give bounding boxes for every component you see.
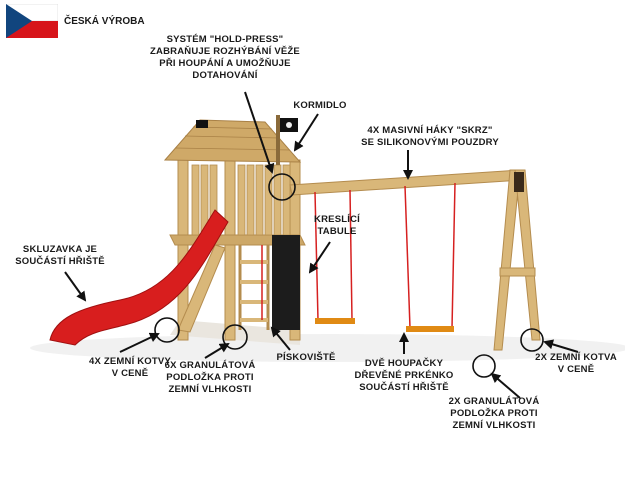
- label-pads2: 2X GRANULÁTOVÁ PODLOŽKA PROTI ZEMNÍ VLHK…: [448, 396, 540, 431]
- label-kormidlo: KORMIDLO: [293, 100, 347, 111]
- arrow-board: [308, 241, 331, 274]
- label-pads6: 6X GRANULÁTOVÁ PODLOŽKA PROTI ZEMNÍ VLHK…: [164, 360, 256, 395]
- swing-frame: [289, 169, 541, 351]
- label-swings: DVĚ HOUPAČKY DŘEVĚNÉ PRKÉNKO SOUČÁSTÍ HŘ…: [354, 358, 454, 393]
- callout-pad-right: [472, 354, 496, 378]
- arrow-pads2: [490, 372, 521, 399]
- label-anchors2: 2X ZEMNÍ KOTVA V CENĚ: [535, 352, 617, 375]
- swings: [314, 182, 456, 329]
- label-sandpit: PÍSKOVIŠTĚ: [276, 352, 336, 363]
- swing-seat-right: [406, 326, 454, 332]
- badge-text: ČESKÁ VÝROBA: [64, 16, 145, 27]
- callout-anchor-right: [520, 328, 544, 352]
- arrow-sandpit: [270, 326, 291, 351]
- chalk-board: [272, 235, 300, 330]
- swing-seat-left: [315, 318, 355, 324]
- callout-hold-press: [268, 173, 296, 201]
- label-hold-press: SYSTÉM "HOLD-PRESS" ZABRAŇUJE ROZHÝBÁNÍ …: [150, 34, 300, 81]
- arrow-kormidlo: [293, 113, 319, 152]
- arrow-anchors4: [119, 332, 160, 353]
- czech-flag-icon: [6, 4, 58, 38]
- label-board: KRESLÍCÍ TABULE: [314, 214, 360, 237]
- callout-pad-left: [222, 324, 248, 350]
- arrow-hold-press: [244, 91, 275, 174]
- label-slide: SKLUZAVKA JE SOUČÁSTÍ HŘIŠTĚ: [15, 244, 105, 267]
- callout-anchor-left: [154, 317, 180, 343]
- ground-shadow: [30, 334, 625, 362]
- label-hooks: 4X MASIVNÍ HÁKY "SKRZ" SE SILIKONOVÝMI P…: [361, 125, 499, 148]
- arrow-slide: [64, 271, 87, 302]
- arrow-pads6: [204, 342, 230, 359]
- slide: [49, 209, 229, 346]
- label-anchors4: 4X ZEMNÍ KOTVY V CENĚ: [89, 356, 171, 379]
- arrow-anchors2: [543, 339, 579, 353]
- tower: [163, 115, 306, 341]
